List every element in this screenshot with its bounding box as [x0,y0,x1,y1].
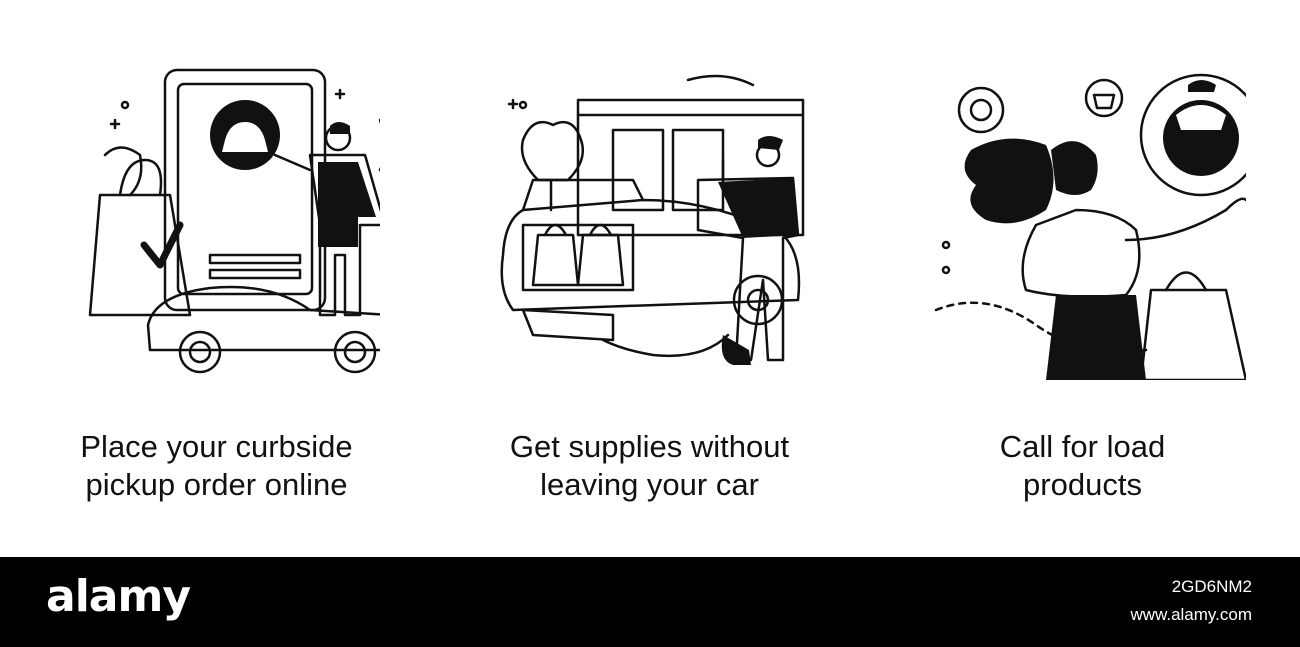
caption-call-load: Call for load products [866,428,1299,504]
caption-supplies-car: Get supplies without leaving your car [433,428,866,504]
site-url: www.alamy.com [1130,605,1252,624]
curbside-order-online-illustration [60,60,398,380]
car-trunk-shop-icon [500,74,805,365]
footer-bar: alamy 2GD6NM2 www.alamy.com [0,557,1300,647]
caption-line-2: products [1023,467,1142,502]
panel-call-load: Call for load products [866,0,1299,557]
image-id: 2GD6NM2 [1171,577,1252,596]
brand-logo: alamy [46,571,191,622]
phone-car-courier-icon [88,68,398,374]
panel-supplies-car: Get supplies without leaving your car [433,0,866,557]
caption-line-1: Call for load [999,429,1166,464]
call-operator-illustration [926,60,1263,382]
panel-curbside-order: Place your curbside pickup order online [0,0,433,557]
caption-curbside-order: Place your curbside pickup order online [0,428,433,504]
caption-line-2: leaving your car [540,467,759,502]
caption-line-1: Get supplies without [509,429,790,464]
caption-line-1: Place your curbside [80,429,353,464]
caption-line-2: pickup order online [85,467,348,502]
operator-headset-icon [934,73,1263,382]
car-trunk-supplies-illustration [493,60,813,380]
